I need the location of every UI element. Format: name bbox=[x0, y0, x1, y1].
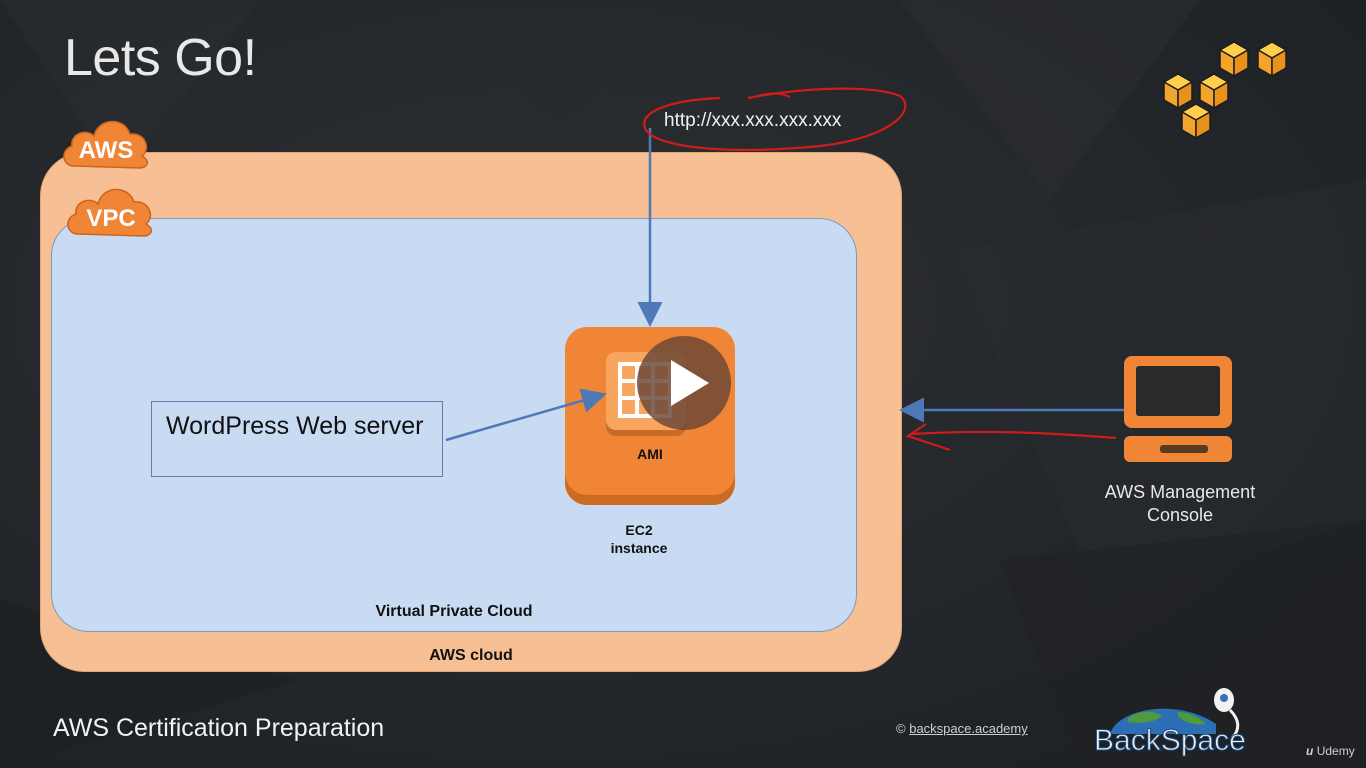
vpc-badge-text: VPC bbox=[86, 205, 135, 232]
footer-course-title: AWS Certification Preparation bbox=[53, 714, 385, 742]
video-play-button[interactable] bbox=[637, 336, 731, 430]
backspace-brand-logo: BackSpace bbox=[1094, 688, 1246, 758]
ami-label: AMI bbox=[637, 446, 663, 462]
aws-badge-text: AWS bbox=[79, 137, 134, 164]
slide-title: Lets Go! bbox=[64, 29, 257, 87]
play-icon bbox=[671, 360, 709, 406]
vpc-cloud-badge-icon: VPC bbox=[67, 188, 153, 237]
console-label-line1: AWS Management bbox=[1104, 482, 1256, 502]
copyright-symbol: © bbox=[896, 721, 906, 736]
backspace-academy-link[interactable]: backspace.academy bbox=[909, 721, 1028, 736]
aws-management-console-label: AWS Management Console bbox=[1090, 481, 1270, 527]
backspace-brand-text: BackSpace bbox=[1094, 724, 1246, 757]
ec2-instance-label: EC2 instance bbox=[565, 521, 713, 557]
vpc-label: Virtual Private Cloud bbox=[375, 603, 533, 620]
ec2-label-line2: instance bbox=[610, 540, 668, 556]
aws-cubes-logo-icon bbox=[1162, 41, 1288, 140]
rocket-icon bbox=[1214, 688, 1240, 740]
public-url: http://xxx.xxx.xxx.xxx bbox=[664, 110, 842, 131]
console-label-line2: Console bbox=[1146, 505, 1214, 525]
laptop-console-icon bbox=[1124, 356, 1232, 462]
copyright-notice: © backspace.academy bbox=[896, 721, 1028, 736]
globe-icon bbox=[1110, 708, 1216, 734]
ec2-label-line1: EC2 bbox=[625, 522, 653, 538]
udemy-icon: u bbox=[1306, 744, 1314, 758]
wordpress-server-box: WordPress Web server bbox=[151, 401, 443, 477]
udemy-watermark: u Udemy bbox=[1306, 744, 1355, 758]
aws-cloud-badge-icon: AWS bbox=[63, 120, 149, 169]
udemy-text: Udemy bbox=[1316, 744, 1355, 758]
aws-cloud-label: AWS cloud bbox=[429, 647, 513, 664]
